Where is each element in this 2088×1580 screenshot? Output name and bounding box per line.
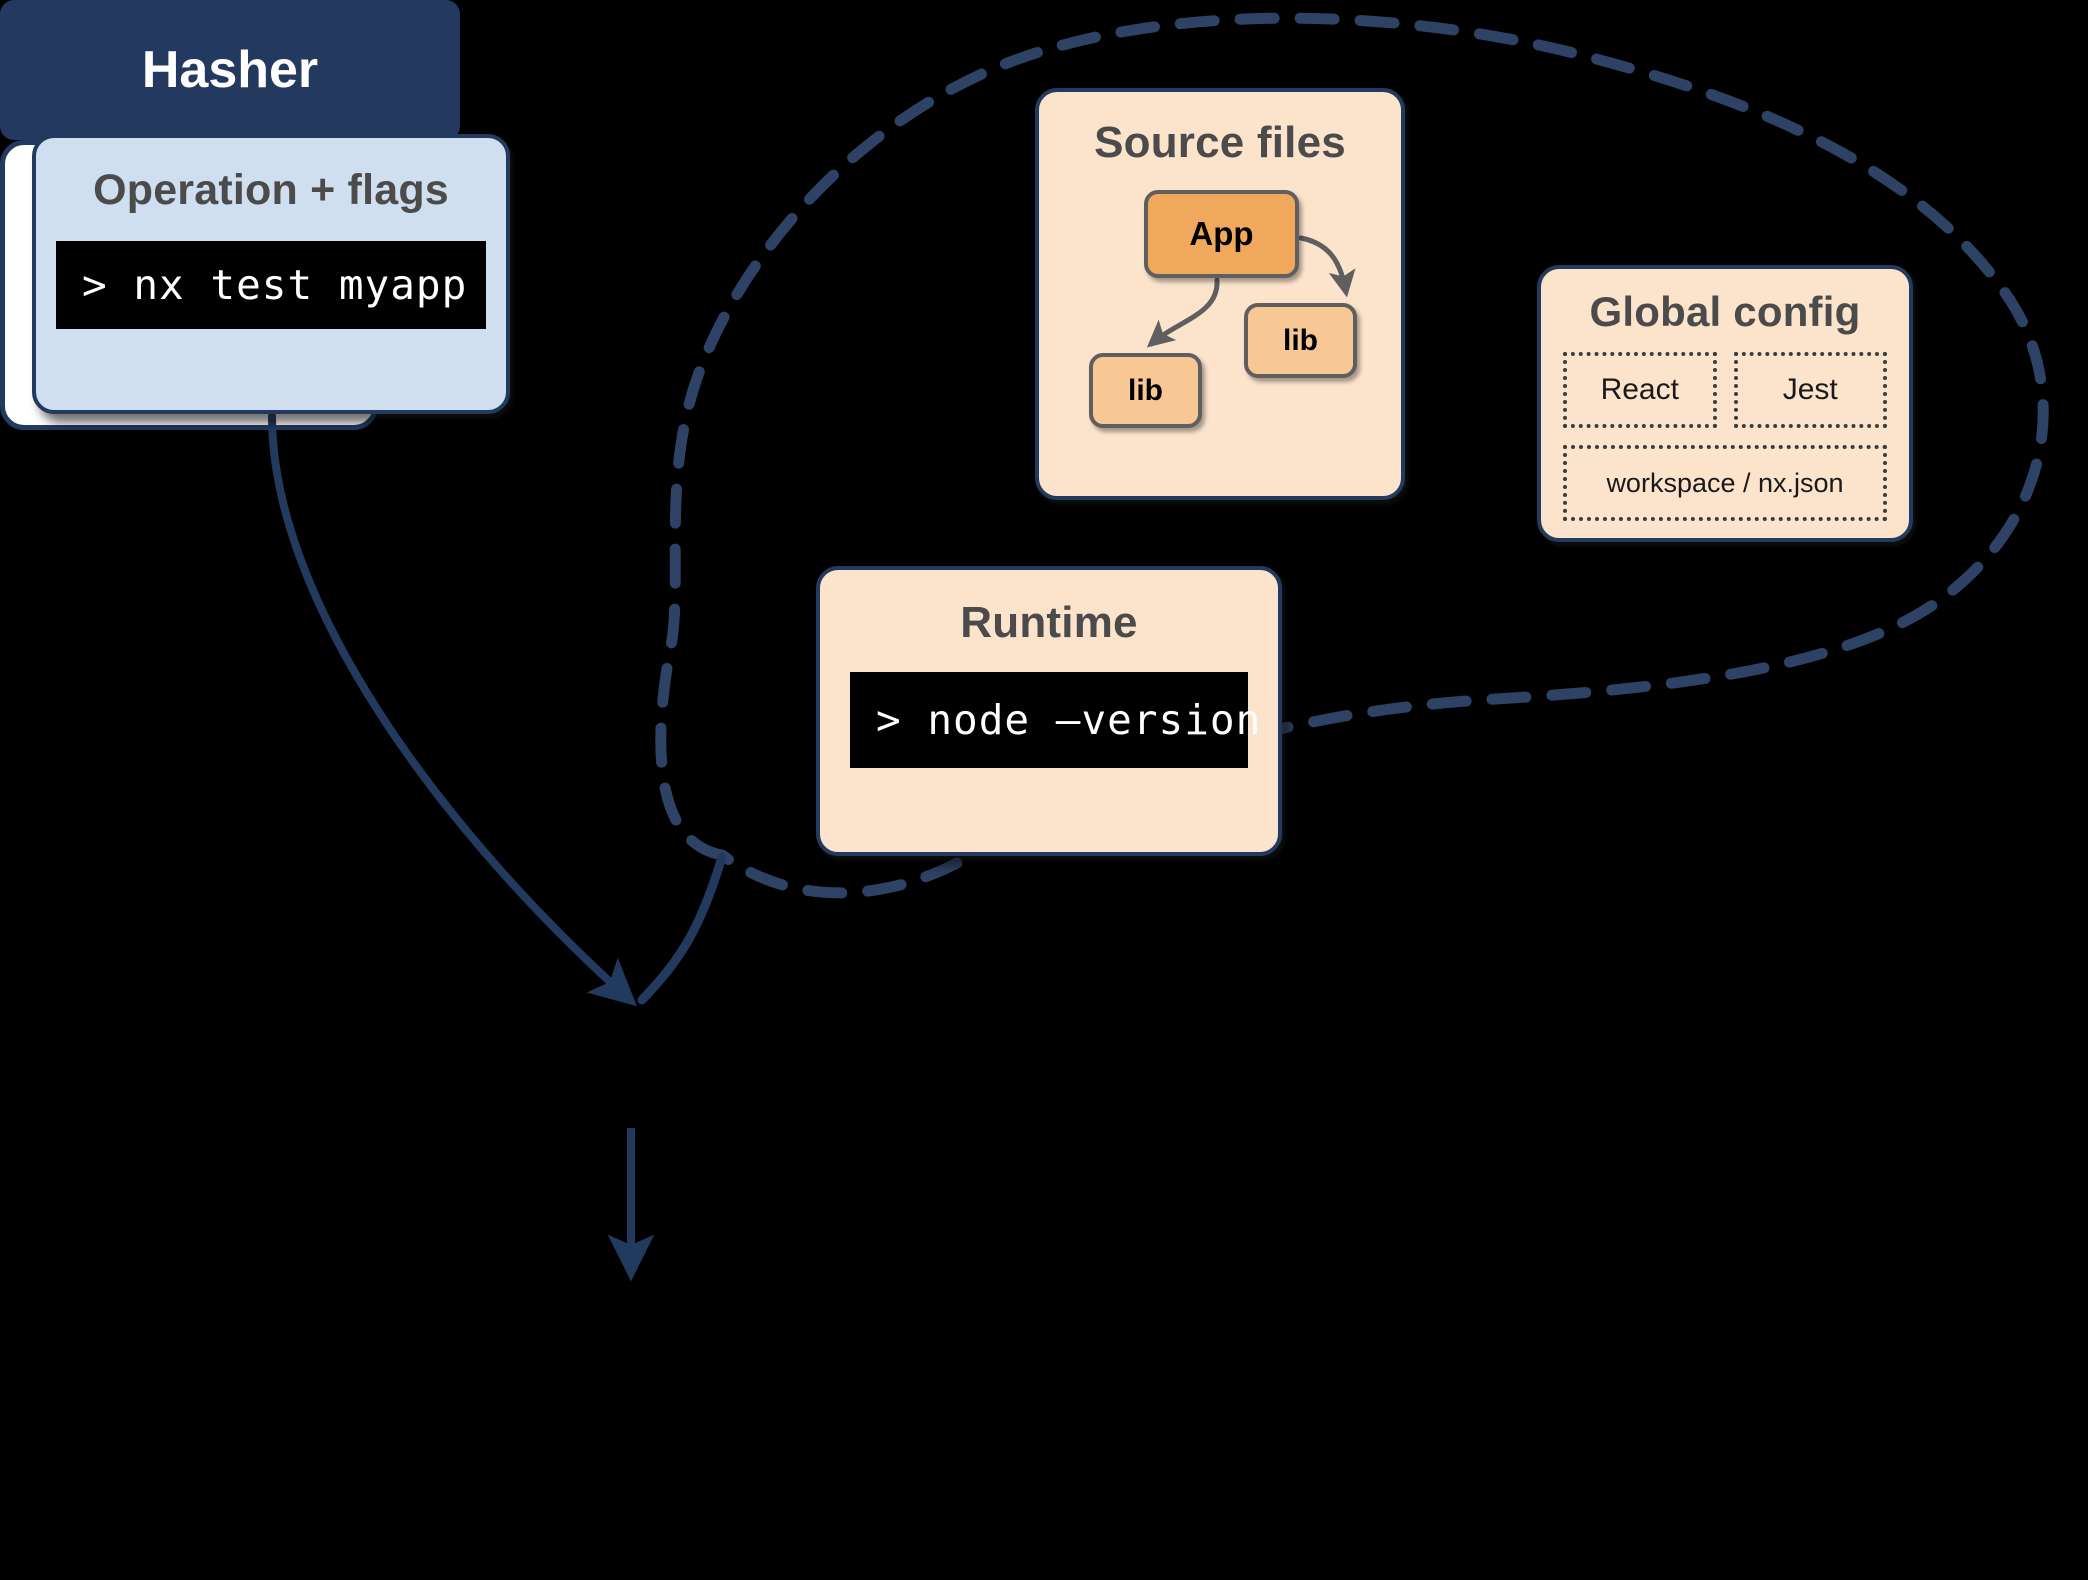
global-config-cell-jest: Jest: [1733, 352, 1887, 428]
global-config-cell-workspace: workspace / nx.json: [1563, 445, 1887, 521]
runtime-command: > node –version: [876, 696, 1262, 744]
global-config-row-bottom: workspace / nx.json: [1563, 445, 1887, 521]
hasher-node[interactable]: Hasher: [0, 0, 460, 140]
hasher-label: Hasher: [141, 41, 319, 99]
source-files-arrows: [1146, 235, 1356, 348]
global-config-cell-jest-label: Jest: [1782, 373, 1838, 406]
source-files-title: Source files: [1094, 118, 1346, 167]
source-files-graph: App lib lib: [1039, 168, 1401, 428]
edge-operation-to-hasher: [268, 412, 637, 1007]
operation-terminal: > nx test myapp: [56, 241, 486, 329]
source-node-lib-left[interactable]: lib: [1089, 353, 1202, 428]
source-node-lib-right[interactable]: lib: [1244, 303, 1357, 378]
global-config-card: Global config React Jest workspace / nx.…: [1537, 265, 1913, 542]
global-config-cell-react: React: [1563, 352, 1717, 428]
source-node-app[interactable]: App: [1144, 190, 1299, 278]
global-config-cell-workspace-label: workspace / nx.json: [1606, 467, 1844, 498]
edge-cloud-to-hasher: [637, 852, 727, 1005]
global-config-row-top: React Jest: [1563, 352, 1887, 428]
operation-title: Operation + flags: [93, 166, 449, 214]
runtime-title: Runtime: [960, 598, 1138, 647]
source-node-lib-left-label: lib: [1128, 373, 1163, 407]
global-config-title: Global config: [1589, 288, 1861, 335]
operation-flags-card: Operation + flags > nx test myapp: [32, 134, 510, 414]
source-node-app-label: App: [1189, 215, 1254, 252]
source-files-card: Source files App lib lib: [1035, 88, 1405, 500]
runtime-card: Runtime > node –version: [816, 566, 1282, 856]
operation-command: > nx test myapp: [82, 261, 468, 309]
global-config-grid: React Jest workspace / nx.json: [1563, 352, 1887, 521]
global-config-cell-react-label: React: [1600, 373, 1679, 406]
runtime-terminal: > node –version: [850, 672, 1260, 768]
source-node-lib-right-label: lib: [1283, 323, 1318, 357]
